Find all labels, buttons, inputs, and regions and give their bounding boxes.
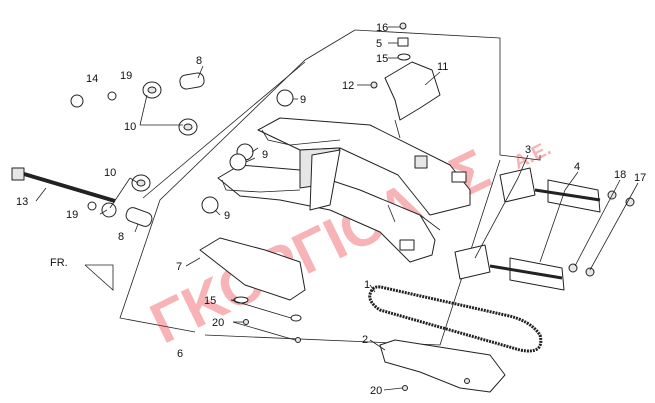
drive-chain-1: [368, 285, 543, 353]
swingarm: [217, 117, 471, 263]
callout-13: 13: [16, 196, 28, 208]
callout-2: 2: [362, 334, 368, 346]
callout-3: 3: [525, 144, 531, 156]
callout-8-mid: 8: [118, 231, 124, 243]
pivot-hardware: [70, 72, 294, 227]
callout-20-mid: 20: [212, 317, 224, 329]
chain-case-2: [379, 339, 506, 393]
pivot-bolt-13: [11, 167, 116, 203]
front-direction-marker: FR.: [50, 257, 114, 291]
callout-15-top: 15: [376, 53, 388, 65]
callout-19-mid: 19: [66, 209, 78, 221]
callout-20-bottom: 20: [370, 385, 382, 397]
callout-6: 6: [177, 348, 183, 360]
callout-7: 7: [176, 261, 182, 273]
callout-9-c: 9: [224, 210, 230, 222]
chain-slider-7: [199, 237, 306, 301]
callout-14: 14: [86, 73, 98, 85]
callout-19-top: 19: [120, 70, 132, 82]
section-outlines: [119, 29, 541, 346]
callout-12: 12: [342, 80, 354, 92]
watermark-suffix: Α.Ε.: [510, 137, 555, 174]
chain-adjusters: [454, 167, 601, 291]
callout-11: 11: [437, 61, 448, 73]
callout-1: 1: [364, 279, 370, 291]
callout-9-b: 9: [262, 149, 268, 161]
callout-16: 16: [376, 22, 388, 34]
callout-5: 5: [376, 38, 382, 50]
callout-10-top: 10: [124, 121, 136, 133]
chain-guard-11: [384, 61, 441, 121]
front-label: FR.: [50, 257, 68, 269]
callout-9-a: 9: [300, 94, 306, 106]
callout-4: 4: [574, 161, 580, 173]
callout-8-top: 8: [196, 55, 202, 67]
leader-lines: [35, 26, 639, 391]
callout-17: 17: [634, 172, 646, 184]
callout-18: 18: [614, 169, 626, 181]
slider-hardware: [233, 296, 302, 343]
callout-15-mid: 15: [204, 295, 216, 307]
top-hardware: [370, 22, 411, 89]
callout-labels: 16 5 15 12 11 8 9 14 19 10 9 10 13 19 9 …: [16, 22, 646, 397]
callout-10-mid: 10: [104, 167, 116, 179]
